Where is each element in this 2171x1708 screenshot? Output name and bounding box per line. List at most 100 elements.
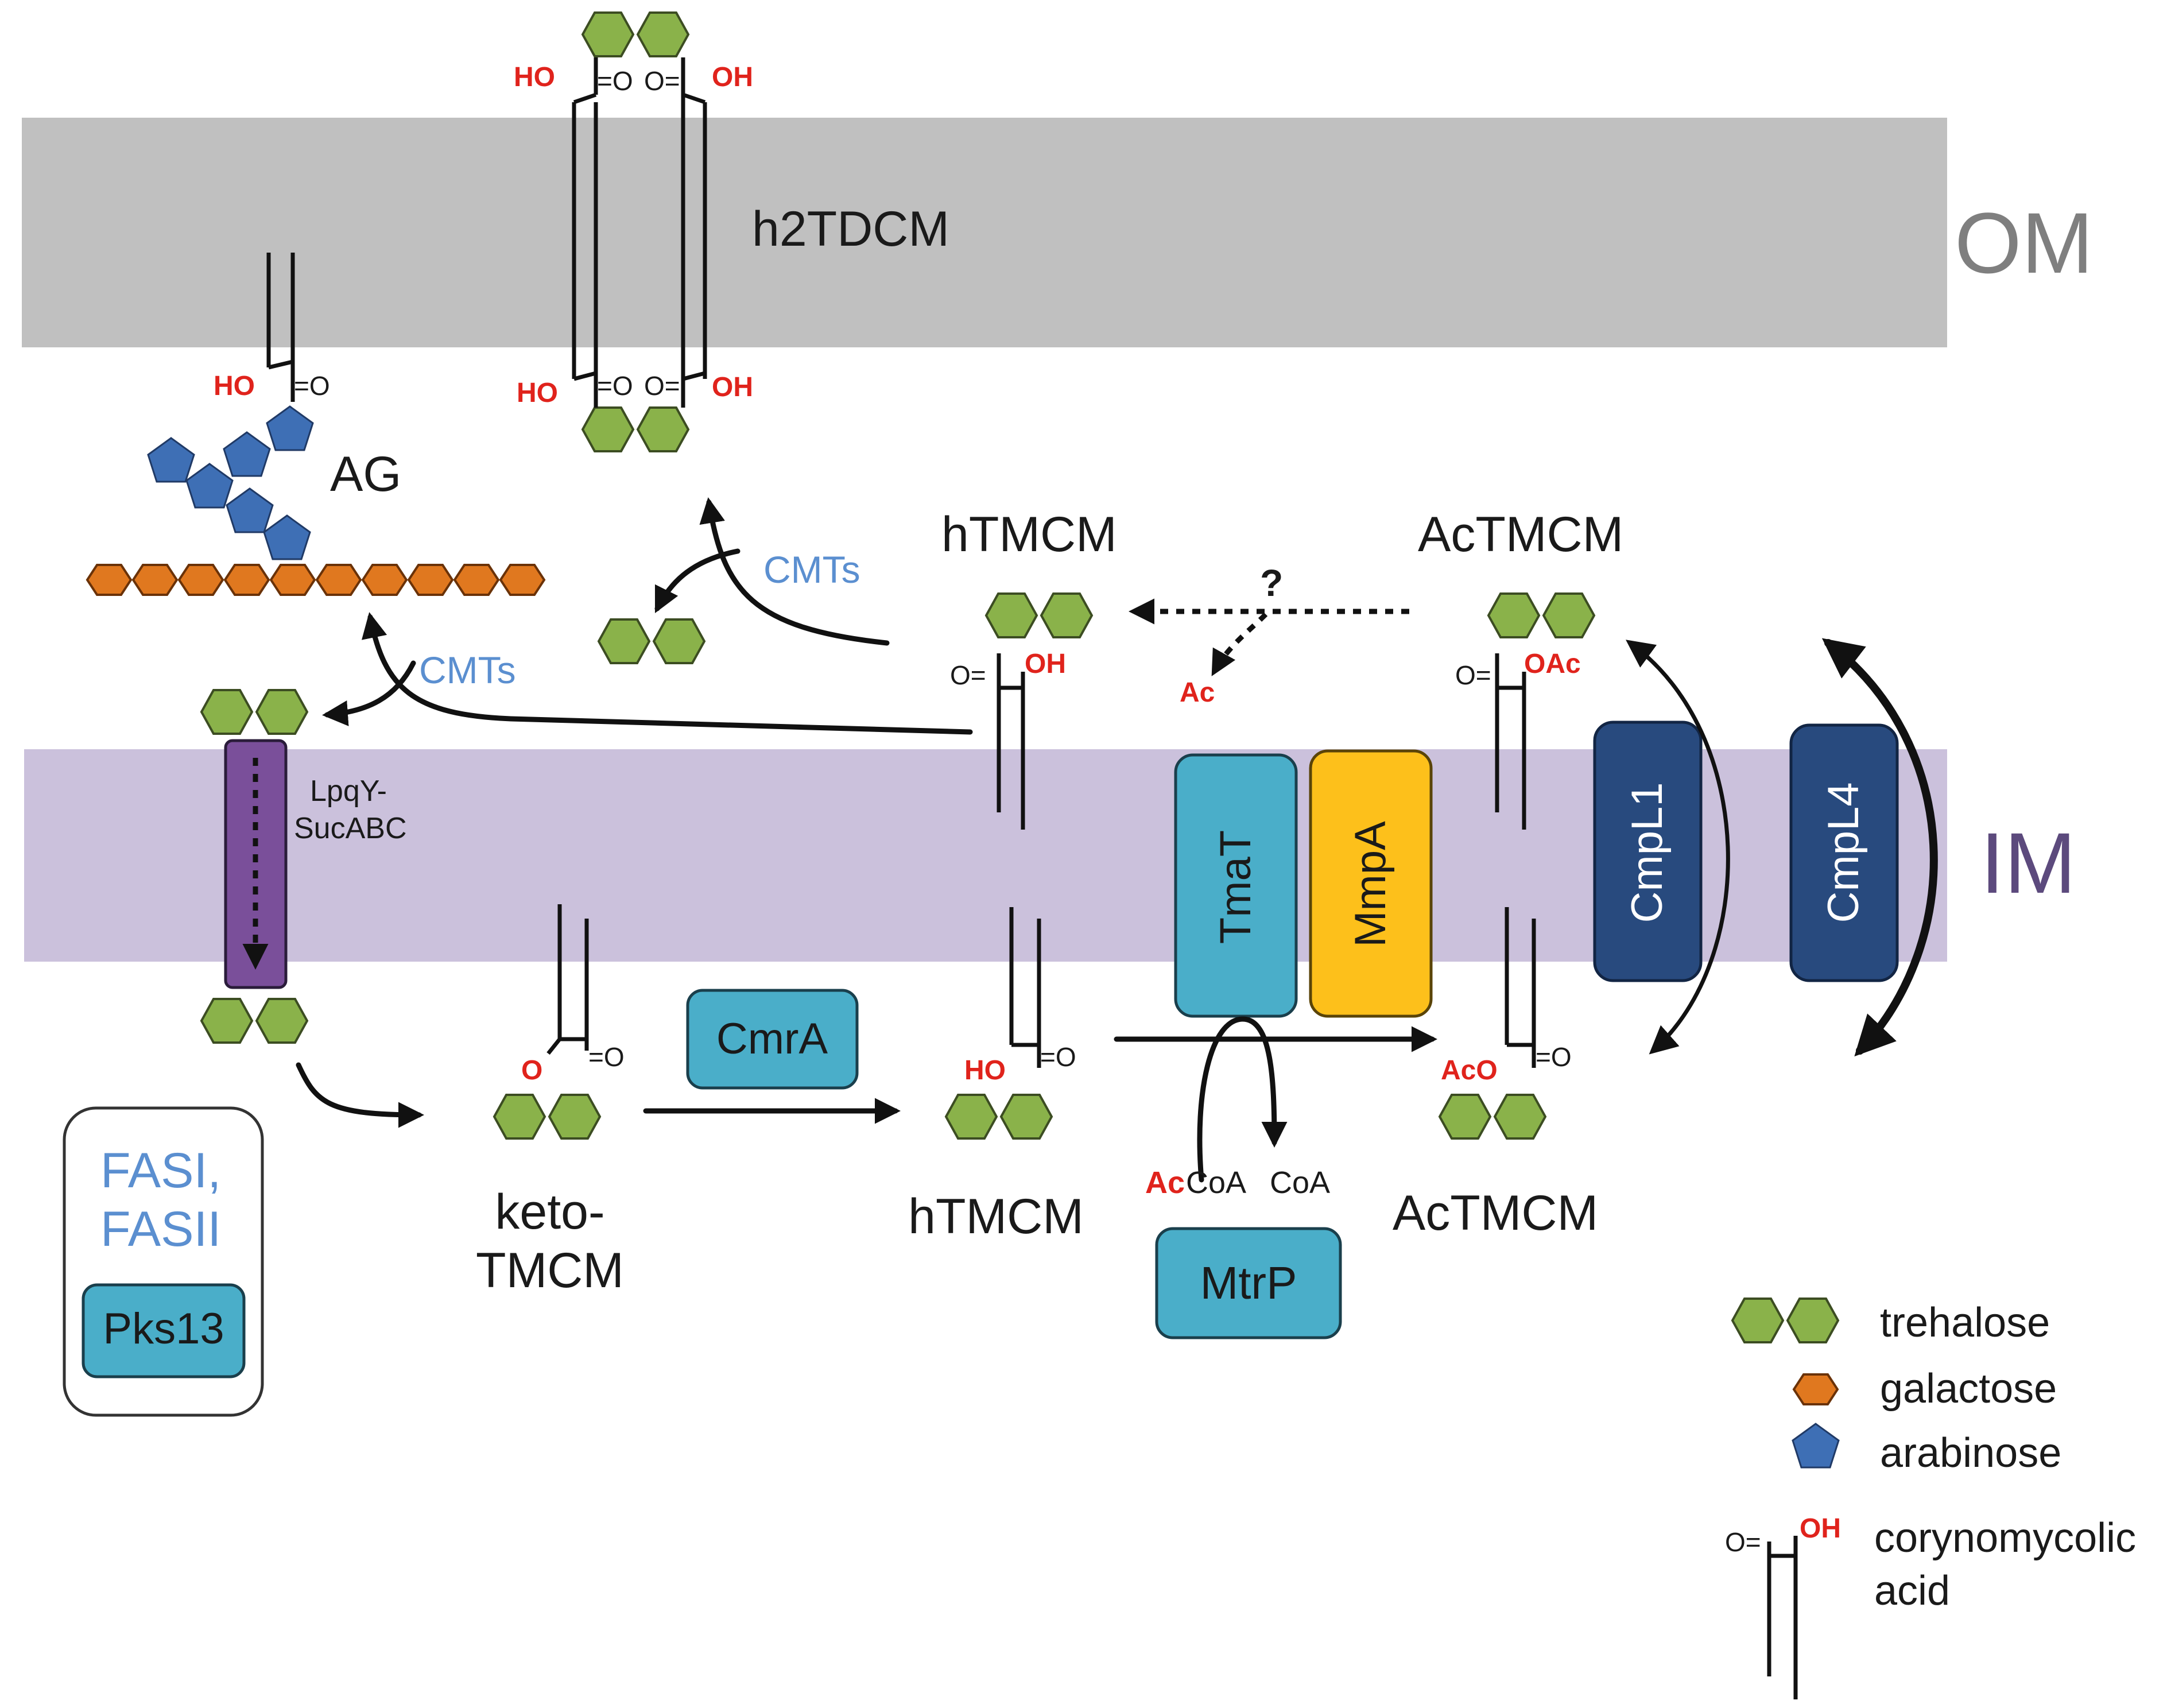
arabinose-icon — [263, 514, 311, 560]
galactose-icon — [316, 564, 362, 596]
eq-o-label: =O — [1040, 1042, 1076, 1072]
lpqy-label-line2: SucABC — [294, 812, 407, 845]
htmcm-bottom-lipid — [1009, 907, 1041, 1068]
actmcm-top-label: AcTMCM — [1418, 507, 1623, 562]
accoa-coa-label: CoA — [1186, 1165, 1246, 1200]
arabinose-icon — [266, 405, 314, 451]
legend-arabinose-icon — [1792, 1423, 1840, 1469]
oh-label: OH — [712, 372, 753, 402]
lpqy-label-line1: LpqY- — [310, 774, 387, 808]
ag-lipid — [266, 253, 295, 402]
keto-label-line2: TMCM — [476, 1243, 624, 1298]
question-mark: ? — [1260, 561, 1283, 604]
cmpl4-label: CmpL4 — [1819, 783, 1868, 923]
galactose-icon — [499, 564, 545, 596]
galactose-icon — [178, 564, 224, 596]
eq-o-label: =O — [588, 1042, 625, 1072]
mmpa-label: MmpA — [1346, 821, 1395, 947]
oh-label: HO — [514, 62, 555, 92]
o-eq-label: O= — [644, 66, 680, 96]
outer-membrane — [22, 118, 1947, 347]
oac-label: OAc — [1524, 649, 1581, 679]
o-eq-label: O= — [950, 660, 986, 690]
galactose-icon — [453, 564, 499, 596]
actmcm-bottom-lipid — [1505, 907, 1536, 1068]
fas-label-line2: FASII — [100, 1202, 221, 1257]
trehalose-icon — [985, 592, 1093, 638]
eq-o-label: =O — [294, 371, 330, 401]
eq-o-label: =O — [1536, 1042, 1572, 1072]
fas-label-line1: FASI, — [100, 1143, 221, 1198]
galactose-icon — [86, 564, 132, 596]
pks13-box — [82, 1283, 246, 1378]
htmcm-top-lipid — [997, 653, 1025, 830]
ag-label: AG — [330, 447, 401, 502]
cmts-lower-arrow — [362, 612, 973, 735]
cmts-lower-release-arrow — [322, 660, 416, 726]
legend-acid-o: O= — [1725, 1527, 1761, 1557]
legend-galactose-icon — [1793, 1373, 1839, 1405]
trehalose-icon — [581, 406, 689, 452]
legend-trehalose-icon — [1731, 1298, 1839, 1343]
legend-acid-label-line2: acid — [1874, 1568, 1950, 1614]
galactose-icon — [224, 564, 270, 596]
htmcm-top-label: hTMCM — [941, 507, 1117, 562]
actmcm-bottom-label: AcTMCM — [1393, 1186, 1598, 1241]
cmts-lower-label: CMTs — [419, 649, 516, 691]
cmra-box — [686, 989, 859, 1090]
keto-tmcm-lipid — [546, 904, 589, 1055]
ho-label: HO — [214, 371, 255, 401]
keto-o-label: O — [521, 1055, 542, 1086]
galactose-icon — [362, 564, 408, 596]
dotted-ac-release-arrow — [1211, 612, 1268, 676]
galactose-icon — [270, 564, 316, 596]
mtrp-box — [1155, 1227, 1342, 1339]
arabinose-icon — [226, 487, 274, 533]
accoa-ac-label: Ac — [1145, 1165, 1185, 1200]
trehalose-icon — [945, 1094, 1053, 1140]
h2tdcm-label: h2TDCM — [752, 202, 949, 257]
lpqy-sucabc-transporter — [224, 739, 288, 989]
o-eq-label: O= — [1455, 660, 1491, 690]
coa-label: CoA — [1270, 1165, 1330, 1200]
h2tdcm-structure — [572, 11, 707, 452]
cmts-upper-release-arrow — [654, 548, 741, 614]
legend-arabinose-label: arabinose — [1880, 1430, 2061, 1476]
trehalose-icon — [493, 1094, 601, 1140]
legend-trehalose-label: trehalose — [1880, 1300, 2050, 1346]
legend-acid-label-line1: corynomycolic — [1874, 1515, 2136, 1561]
eq-o-label: =O — [597, 371, 633, 401]
htmcm-bottom-label: hTMCM — [908, 1189, 1084, 1244]
ag-galactose-chain — [86, 564, 545, 596]
legend-acid-structure — [1767, 1536, 1798, 1699]
cmpl1-label: CmpL1 — [1623, 783, 1672, 923]
oh-label: OH — [1025, 649, 1066, 679]
legend-galactose-label: galactose — [1880, 1366, 2057, 1412]
tmat-box — [1174, 753, 1298, 1018]
mtrp-label: MtrP — [1200, 1257, 1297, 1308]
ac-label: Ac — [1180, 677, 1215, 708]
accoa-to-coa-arrow — [1197, 1016, 1288, 1183]
ho-label: HO — [517, 378, 558, 408]
cmts-upper-arrow — [699, 497, 890, 646]
pks13-label: Pks13 — [103, 1304, 224, 1353]
tmat-label: TmaT — [1211, 830, 1260, 944]
keto-label-line1: keto- — [495, 1184, 604, 1240]
trehalose-icon — [1439, 1094, 1546, 1140]
cmts-upper-label: CMTs — [763, 548, 860, 591]
mmpa-box — [1309, 749, 1433, 1018]
aco-label: AcO — [1441, 1055, 1498, 1086]
trehalose-icon — [200, 998, 308, 1044]
outer-membrane-label: OM — [1955, 195, 2094, 291]
oh-label: OH — [712, 62, 753, 92]
legend-acid-oh: OH — [1800, 1513, 1841, 1544]
trehalose-icon — [1487, 592, 1595, 638]
trehalose-to-keto-arrow — [296, 1062, 424, 1128]
inner-membrane-label: IM — [1980, 815, 2076, 911]
arabinose-icon — [147, 437, 195, 483]
ag-arabinose-chain — [147, 405, 314, 560]
trehalose-icon — [598, 618, 705, 664]
galactose-icon — [408, 564, 453, 596]
arabinose-icon — [223, 431, 271, 477]
